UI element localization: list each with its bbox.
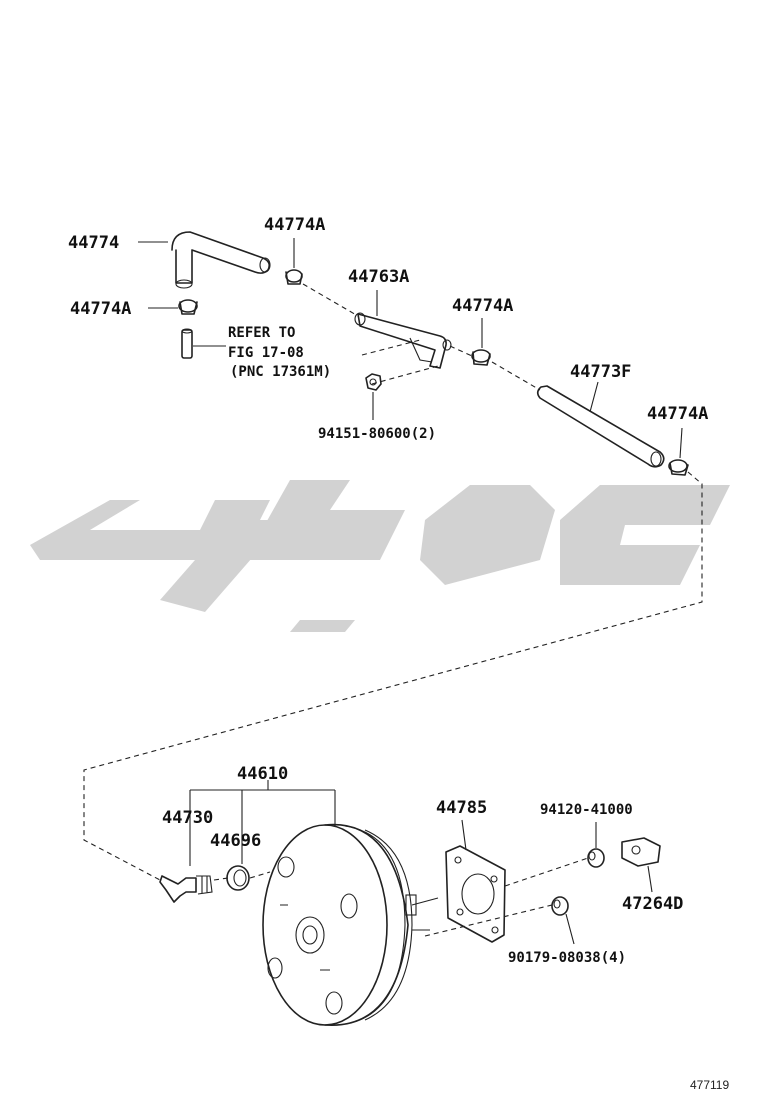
label-nut-90179: 90179-08038(4): [508, 950, 626, 966]
label-bracket-44763a: 44763A: [348, 267, 409, 287]
label-clamp-left: 44774A: [70, 299, 131, 319]
clamp-44774a-top: [285, 269, 303, 285]
label-hose-44773f: 44773F: [570, 362, 631, 382]
label-clamp-mid: 44774A: [452, 296, 513, 316]
label-nut-94120: 94120-41000: [540, 802, 633, 818]
hose-44773f: [536, 385, 665, 468]
brake-booster-44610: [262, 823, 439, 1026]
label-gasket-44785: 44785: [436, 798, 487, 818]
clamp-44774a-left: [178, 299, 198, 315]
pipe-stub: [181, 328, 193, 359]
label-grommet-44696: 44696: [210, 831, 261, 851]
bracket-44763a: [354, 312, 452, 369]
label-refer-line1: REFER TO: [228, 325, 295, 341]
label-clamp-right: 44774A: [647, 404, 708, 424]
label-refer-line2: FIG 17-08: [228, 345, 304, 361]
label-booster-44610: 44610: [237, 764, 288, 784]
gasket-44785: [445, 845, 506, 943]
watermark-logo: [30, 480, 730, 632]
clamp-44774a-mid: [471, 349, 491, 366]
figure-number: 477119: [690, 1078, 729, 1092]
label-hose-44774: 44774: [68, 233, 119, 253]
label-clamp-top: 44774A: [264, 215, 325, 235]
label-nut-94151: 94151-80600(2): [318, 426, 436, 442]
check-valve-44730: [159, 875, 213, 903]
clevis-47264d: [621, 837, 661, 867]
grommet-44696: [226, 865, 250, 891]
label-clevis-47264d: 47264D: [622, 894, 683, 914]
nut-90179: [551, 896, 569, 916]
nut-94151: [365, 373, 382, 391]
hose-44774: [171, 231, 271, 289]
label-refer-line3: (PNC 17361M): [230, 364, 331, 380]
label-check-valve-44730: 44730: [162, 808, 213, 828]
nut-94120: [587, 848, 605, 868]
clamp-44774a-right: [668, 459, 689, 476]
